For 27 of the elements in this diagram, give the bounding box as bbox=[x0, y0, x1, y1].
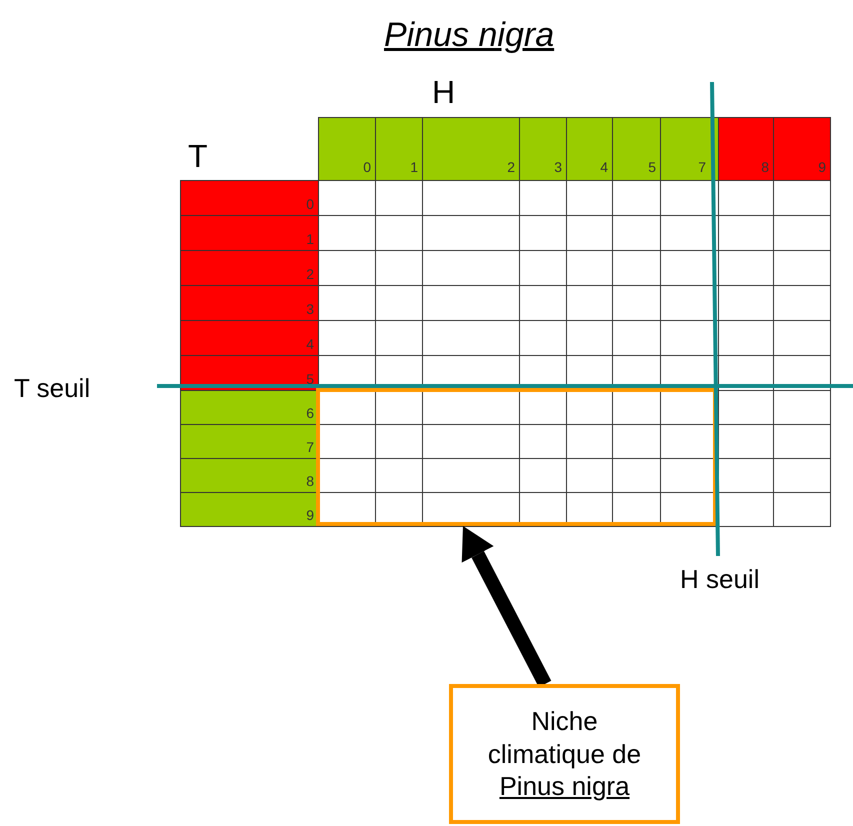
row-header-cell: 0 bbox=[180, 180, 319, 216]
column-header-cell: 2 bbox=[422, 117, 520, 181]
column-header-cell: 1 bbox=[375, 117, 423, 181]
row-header-cell: 3 bbox=[180, 285, 319, 321]
row-header-cell: 1 bbox=[180, 215, 319, 251]
row-header-cell: 2 bbox=[180, 250, 319, 286]
axis-label: T bbox=[188, 140, 208, 172]
threshold-label: H seuil bbox=[680, 566, 760, 592]
column-header-cell: 4 bbox=[566, 117, 613, 181]
row-header-cell: 6 bbox=[180, 390, 319, 425]
callout-box bbox=[449, 684, 680, 824]
callout-text: Pinus nigra bbox=[499, 770, 630, 803]
callout-text: Niche climatique de bbox=[486, 705, 642, 770]
column-header-cell: 0 bbox=[318, 117, 376, 181]
title: Pinus nigra bbox=[384, 18, 554, 52]
column-header-cell: 7 bbox=[660, 117, 719, 181]
threshold-label: T seuil bbox=[14, 375, 90, 401]
column-header-cell: 9 bbox=[773, 117, 831, 181]
column-header-cell: 8 bbox=[718, 117, 774, 181]
row-header-cell: 9 bbox=[180, 492, 319, 527]
axis-label: H bbox=[432, 76, 456, 108]
row-header-cell: 8 bbox=[180, 458, 319, 493]
column-header-cell: 3 bbox=[519, 117, 567, 181]
row-header-cell: 4 bbox=[180, 320, 319, 356]
niche-outline bbox=[316, 388, 717, 526]
row-header-cell: 7 bbox=[180, 424, 319, 459]
column-header-cell: 5 bbox=[612, 117, 661, 181]
